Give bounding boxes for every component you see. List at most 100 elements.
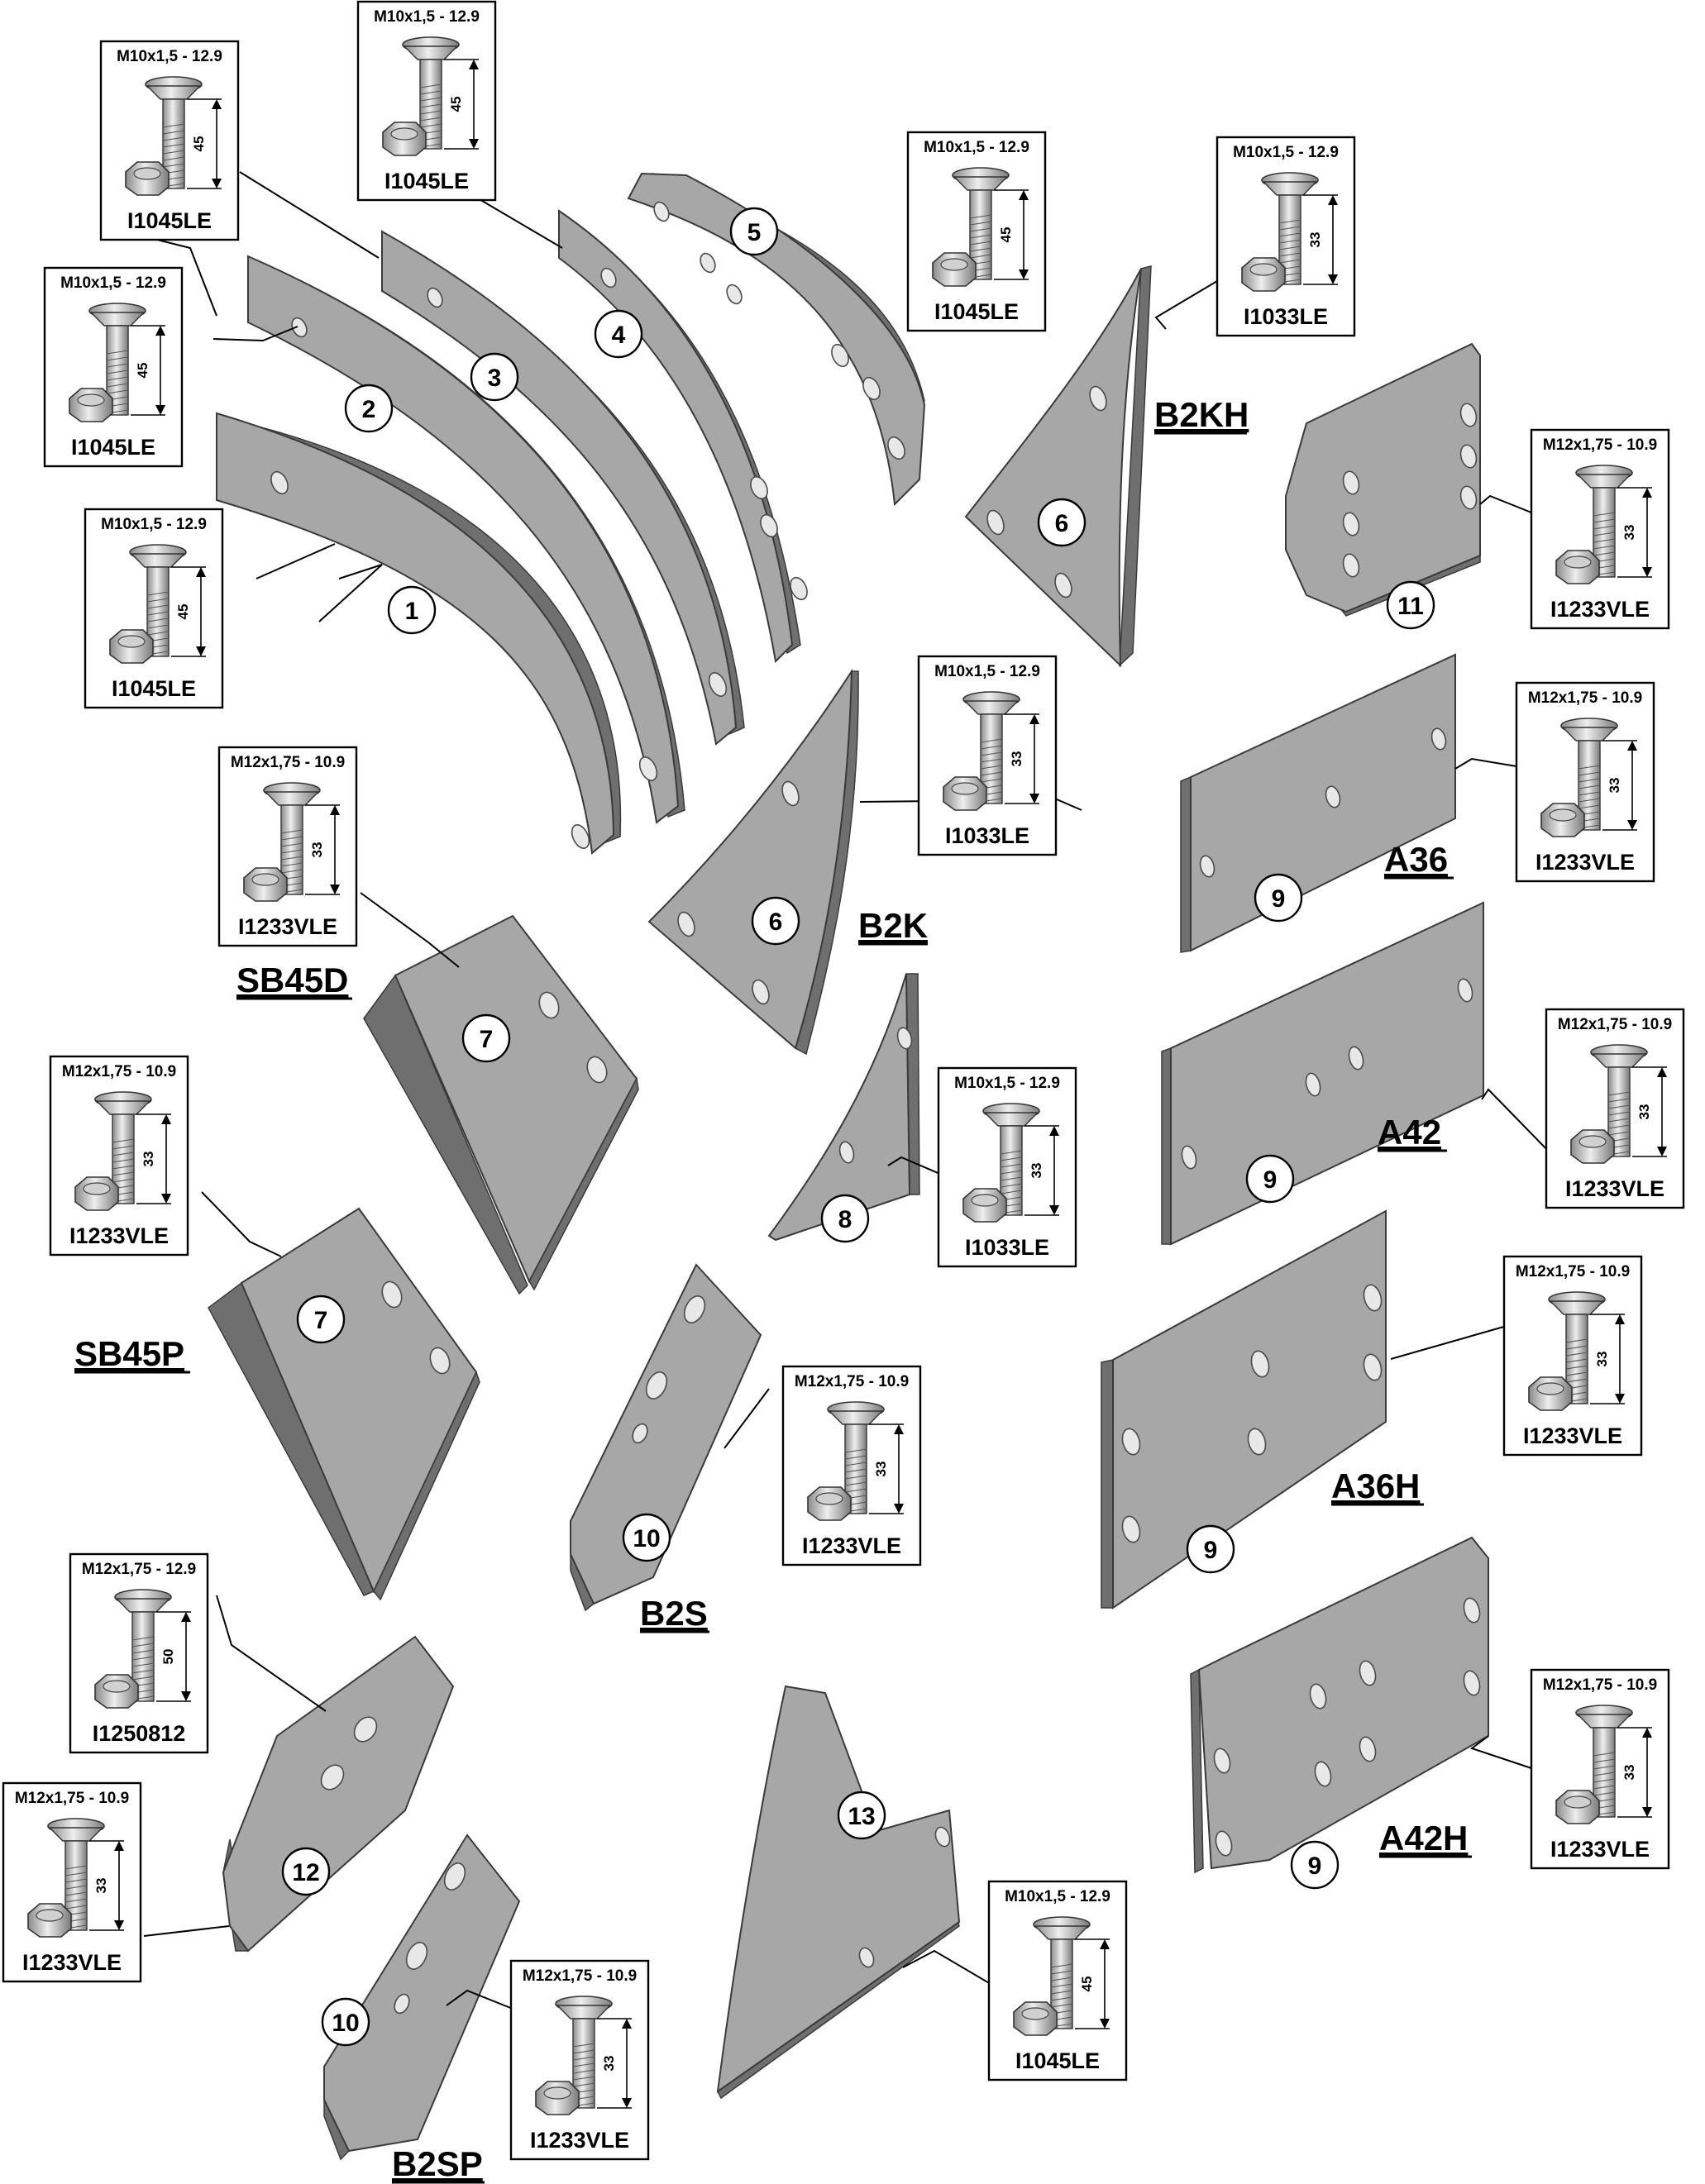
part-9-a42: [1161, 901, 1484, 1246]
part-model-label: SB45D: [236, 961, 348, 999]
part-11: [1285, 342, 1481, 617]
part-8: [767, 973, 920, 1242]
part-6-b2k: [647, 668, 859, 1056]
bolt-code: I1233VLE: [1523, 1423, 1622, 1448]
part-model-label: A42: [1378, 1113, 1441, 1152]
bolt-code: I1250812: [93, 1721, 186, 1746]
part-number-badge: 6: [751, 896, 800, 946]
part-number-badge: 2: [344, 384, 394, 433]
bolt-length: 45: [135, 363, 150, 379]
part-number-badge: 9: [1290, 1840, 1340, 1890]
bolt-length: 33: [1009, 751, 1024, 767]
part-number-badge: 11: [1386, 580, 1435, 630]
part-12: [222, 1635, 455, 1953]
part-number-badge: 9: [1245, 1154, 1295, 1204]
bolt-spec: M10x1,5 - 12.9: [954, 1075, 1060, 1092]
bolt-length: 45: [998, 227, 1014, 243]
bolt-code: I1233VLE: [1550, 597, 1650, 622]
bolt-length: 45: [175, 604, 191, 620]
bolt-code: I1045LE: [127, 208, 212, 233]
part-7-sb45d: [363, 914, 639, 1295]
part-number: 4: [612, 322, 626, 349]
bolt-spec: M10x1,5 - 12.9: [117, 48, 222, 65]
bolt-code: I1233VLE: [1565, 1176, 1664, 1201]
bolt-length: 33: [601, 2056, 617, 2072]
part-4-bar: [558, 209, 808, 664]
bolt-spec: M12x1,75 - 10.9: [15, 1790, 129, 1807]
bolt-spec: M10x1,5 - 12.9: [374, 8, 480, 26]
part-model-label: B2KH: [1154, 395, 1249, 434]
part-model-label: SB45P: [74, 1334, 184, 1373]
part-number-badge: 5: [729, 207, 779, 256]
bolt-spec: M12x1,75 - 10.9: [1543, 1676, 1657, 1694]
part-number-badge: 10: [622, 1513, 671, 1562]
part-number: 12: [292, 1859, 319, 1886]
part-3-bar: [381, 230, 745, 746]
part-number: 3: [488, 365, 502, 392]
bolt-code: I1233VLE: [22, 1950, 122, 1975]
part-model-label: B2S: [640, 1594, 708, 1633]
bolt-spec: M12x1,75 - 12.9: [82, 1561, 196, 1578]
part-number: 6: [769, 908, 783, 936]
bolt-spec: M12x1,75 - 10.9: [523, 1967, 637, 1985]
bolt-length: 33: [309, 842, 325, 858]
bolt-length: 45: [1079, 1977, 1095, 1992]
part-model-label: B2SP: [392, 2144, 483, 2183]
part-number: 11: [1397, 593, 1424, 620]
bolt-code: I1233VLE: [238, 914, 337, 939]
part-9-a42h: [1190, 1536, 1489, 1874]
bolt-spec: M10x1,5 - 12.9: [1005, 1888, 1110, 1905]
part-9-a36: [1180, 653, 1456, 953]
bolt-length: 33: [1607, 778, 1622, 794]
bolt-spec: M10x1,5 - 12.9: [101, 516, 207, 533]
part-model-label: B2K: [858, 906, 928, 945]
bolt-length: 33: [93, 1878, 109, 1894]
bolt-code: I1233VLE: [530, 2128, 629, 2153]
bolt-spec: M10x1,5 - 12.9: [1233, 144, 1339, 161]
part-number: 7: [314, 1307, 328, 1334]
part-10-b2sp: [323, 1834, 521, 2161]
bolt-code: I1233VLE: [69, 1223, 169, 1248]
bolt-spec: M12x1,75 - 10.9: [1558, 1016, 1672, 1033]
part-2-bar: [247, 255, 685, 824]
bolt-spec: M12x1,75 - 10.9: [1528, 689, 1642, 707]
part-model-label: A36: [1384, 840, 1448, 879]
bolt-length: 33: [141, 1152, 156, 1167]
bolt-code: I1233VLE: [802, 1533, 901, 1558]
part-number: 5: [747, 219, 762, 246]
part-6-b2kh: [964, 265, 1152, 668]
bolt-code: I1033LE: [945, 823, 1029, 848]
part-number: 10: [633, 1525, 660, 1552]
part-model-label: A36H: [1331, 1466, 1420, 1505]
part-number-badge: 12: [281, 1847, 331, 1896]
bolt-spec: M12x1,75 - 10.9: [795, 1373, 909, 1390]
bolt-code: I1045LE: [384, 169, 469, 193]
part-number-badge: 3: [470, 352, 519, 402]
part-number-badge: 9: [1254, 873, 1303, 923]
part-number: 9: [1272, 885, 1286, 913]
bolt-code: I1033LE: [1244, 304, 1328, 329]
bolt-code: I1233VLE: [1535, 850, 1635, 875]
bolt-code: I1233VLE: [1550, 1837, 1650, 1862]
part-number-badge: 13: [837, 1791, 886, 1840]
part-number: 6: [1055, 510, 1069, 537]
part-number: 13: [848, 1803, 875, 1830]
part-1-bar: [216, 412, 622, 855]
part-number: 1: [405, 598, 419, 625]
bolt-code: I1045LE: [112, 676, 196, 701]
